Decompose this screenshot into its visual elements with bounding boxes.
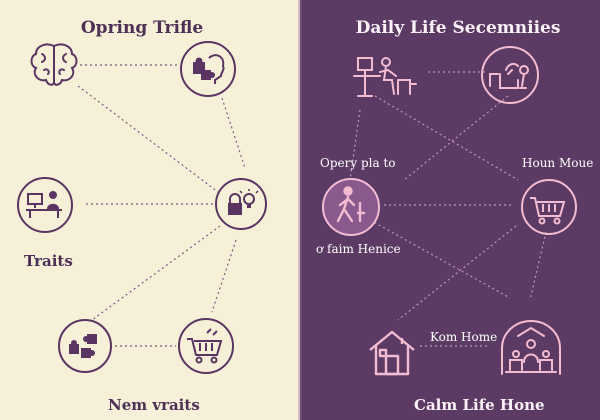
left-title: Opring Trifle [80, 18, 204, 38]
right-panel: Daily Life Secemniies [300, 0, 600, 420]
left-connectors [77, 64, 246, 347]
shopping-cart-icon [177, 317, 235, 375]
claim-label: ơ faim Henice [316, 242, 401, 256]
hounmoue-label: Houn Moue [522, 156, 594, 170]
right-bottom-label: Calm Life Hone [414, 396, 545, 414]
left-bottom-label: Nem vraits [108, 396, 200, 414]
brain-icon [28, 40, 80, 90]
shopping-cart-icon [520, 178, 578, 236]
house-icon [366, 326, 418, 378]
opery-label: Opery pla to [320, 156, 396, 170]
puzzle-head-icon [179, 40, 237, 98]
computer-desk-icon [16, 176, 74, 234]
traits-label: Traits [24, 252, 73, 270]
cooking-icon [478, 44, 542, 106]
panel-divider [298, 0, 302, 420]
walking-person-icon [320, 177, 382, 237]
right-title: Daily Life Secemniies [355, 18, 561, 38]
puzzle-pieces-icon [57, 318, 113, 374]
lock-bulb-icon [214, 177, 268, 231]
right-connectors [349, 71, 547, 347]
komhome-label: Kom Home [430, 330, 498, 344]
workstation-icon [350, 50, 428, 106]
family-home-icon [496, 316, 566, 380]
left-panel: Opring Trifle [0, 0, 300, 420]
